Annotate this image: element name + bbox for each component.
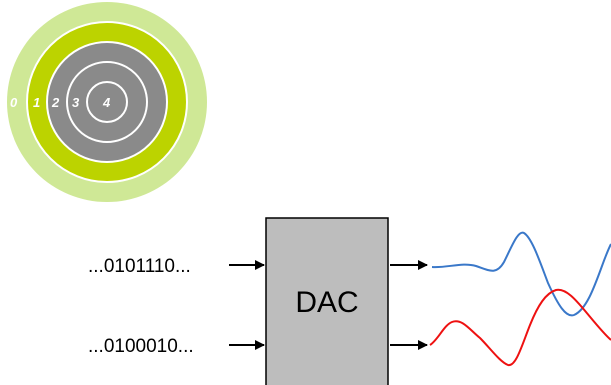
target-ring-1: [26, 21, 188, 183]
analog-signal-upper: [431, 231, 611, 317]
dac-label: DAC: [295, 286, 358, 319]
target-label-2: 2: [51, 95, 60, 110]
dac-box: [265, 217, 389, 385]
target-ring-4: [86, 81, 128, 123]
analog-signal-lower: [429, 288, 611, 366]
resolution-target: 0 1 2 3 4: [7, 2, 207, 202]
target-label-0: 0: [10, 95, 18, 110]
target-label-4: 4: [102, 95, 111, 110]
target-ring-3: [66, 61, 148, 143]
target-inner-disc: [47, 42, 167, 162]
target-ring-2: [46, 41, 168, 163]
target-label-3: 3: [72, 95, 80, 110]
input-bits-top: ...0101110...: [88, 256, 191, 277]
input-bits-bottom: ...0100010...: [88, 336, 194, 357]
target-label-1: 1: [33, 95, 40, 110]
